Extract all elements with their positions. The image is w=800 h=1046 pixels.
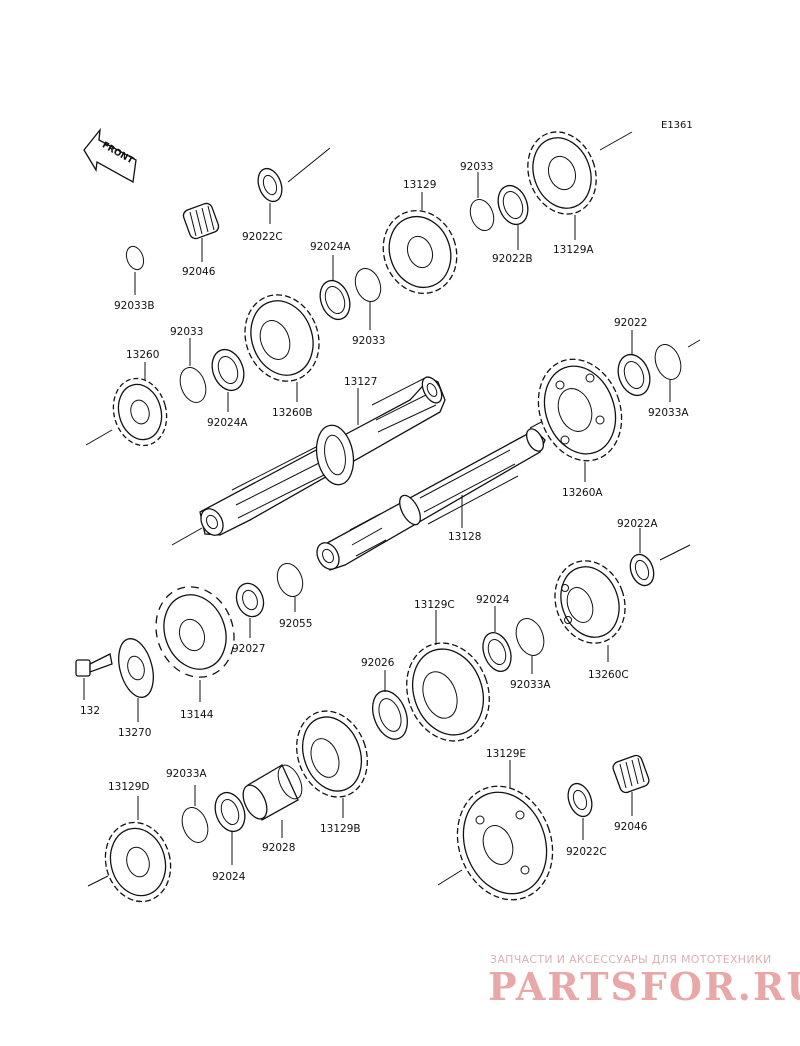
label-92027: 92027 xyxy=(232,643,265,655)
label-92024-middle: 92024 xyxy=(476,594,510,606)
part-13260A: 13260A xyxy=(537,358,623,499)
part-13270: 13270 xyxy=(118,638,154,739)
part-92033A-middle: 92033A xyxy=(510,618,551,691)
label-92033B: 92033B xyxy=(114,300,155,312)
label-92022C: 92022C xyxy=(242,231,283,243)
label-13129A: 13129A xyxy=(553,244,594,256)
output-shaft-13128: 13128 xyxy=(316,419,546,571)
part-92024A-upper: 92024A xyxy=(310,241,351,321)
part-92033-upper: 92033 xyxy=(352,268,385,347)
part-13129A: 13129A xyxy=(527,131,633,256)
part-13129E: 13129E xyxy=(437,748,554,901)
countershaft-13127: 13127 xyxy=(171,339,701,546)
part-13260: 13260 xyxy=(85,349,168,447)
part-13129B: 13129B xyxy=(296,710,368,835)
front-direction-arrow: FRONT xyxy=(83,127,137,184)
part-92022C: 92022C xyxy=(242,147,331,243)
part-92022: 92022 xyxy=(614,317,651,397)
part-92024-middle: 92024 xyxy=(476,594,512,672)
label-13144: 13144 xyxy=(180,709,214,721)
label-13129E: 13129E xyxy=(486,748,526,760)
part-92033A-upper: 92033A xyxy=(648,344,689,419)
part-92022C-bottom: 92022C xyxy=(566,782,607,858)
part-92046-bottom: 92046 xyxy=(612,754,650,833)
part-13144: 13144 xyxy=(155,586,235,721)
label-92033-upper: 92033 xyxy=(352,335,385,347)
label-92024A-upper: 92024A xyxy=(310,241,351,253)
part-92033A-bottom: 92033A xyxy=(166,768,209,843)
label-92022C-bottom: 92022C xyxy=(566,846,607,858)
part-92028: 92028 xyxy=(242,764,303,854)
watermark: ЗАПЧАСТИ И АКСЕССУАРЫ ДЛЯ МОТОТЕХНИКИ PA… xyxy=(488,953,800,1009)
part-92024A-lower: 92024A xyxy=(207,348,248,429)
label-92022B: 92022B xyxy=(492,253,533,265)
label-92046: 92046 xyxy=(182,266,216,278)
part-13260C: 13260C xyxy=(554,560,629,681)
label-92024-bottom: 92024 xyxy=(212,871,246,883)
label-92022A: 92022A xyxy=(617,518,658,530)
part-92026: 92026 xyxy=(361,657,408,740)
label-92026: 92026 xyxy=(361,657,395,669)
part-13129D: 13129D xyxy=(87,781,172,903)
label-13129: 13129 xyxy=(403,179,436,191)
label-13127: 13127 xyxy=(344,376,377,388)
label-92033A-middle: 92033A xyxy=(510,679,551,691)
part-13260B: 13260B xyxy=(244,294,320,419)
label-92055: 92055 xyxy=(279,618,312,630)
label-92033A-bottom: 92033A xyxy=(166,768,207,780)
watermark-brand: PARTSFOR.RU xyxy=(488,964,800,1009)
part-92033-top: 92033 xyxy=(460,161,495,231)
part-92033-left: 92033 xyxy=(170,326,207,403)
watermark-tagline: ЗАПЧАСТИ И АКСЕССУАРЫ ДЛЯ МОТОТЕХНИКИ xyxy=(490,953,772,966)
label-13260A: 13260A xyxy=(562,487,603,499)
part-13129: 13129 xyxy=(382,179,458,294)
part-132: 132 xyxy=(75,653,113,717)
part-92046: 92046 xyxy=(182,202,220,278)
part-92024-bottom: 92024 xyxy=(212,791,246,883)
label-92033A-upper: 92033A xyxy=(648,407,689,419)
reference-code: E1361 xyxy=(661,120,693,131)
label-92022: 92022 xyxy=(614,317,647,329)
label-13260C: 13260C xyxy=(588,669,629,681)
label-92033-left: 92033 xyxy=(170,326,203,338)
part-92055: 92055 xyxy=(276,563,312,630)
label-92046-bottom: 92046 xyxy=(614,821,648,833)
label-13128: 13128 xyxy=(448,531,481,543)
label-13260B: 13260B xyxy=(272,407,313,419)
part-92027: 92027 xyxy=(232,582,265,655)
part-13129C: 13129C xyxy=(406,599,490,742)
label-92024A-lower: 92024A xyxy=(207,417,248,429)
label-92028: 92028 xyxy=(262,842,295,854)
label-13129B: 13129B xyxy=(320,823,361,835)
part-92033B: 92033B xyxy=(114,245,155,312)
label-13129C: 13129C xyxy=(414,599,455,611)
label-132: 132 xyxy=(80,705,100,717)
label-13129D: 13129D xyxy=(108,781,150,793)
part-92022B: 92022B xyxy=(492,184,533,265)
label-13270: 13270 xyxy=(118,727,151,739)
label-13260: 13260 xyxy=(126,349,159,361)
part-92022A: 92022A xyxy=(617,518,691,587)
label-92033-top: 92033 xyxy=(460,161,493,173)
